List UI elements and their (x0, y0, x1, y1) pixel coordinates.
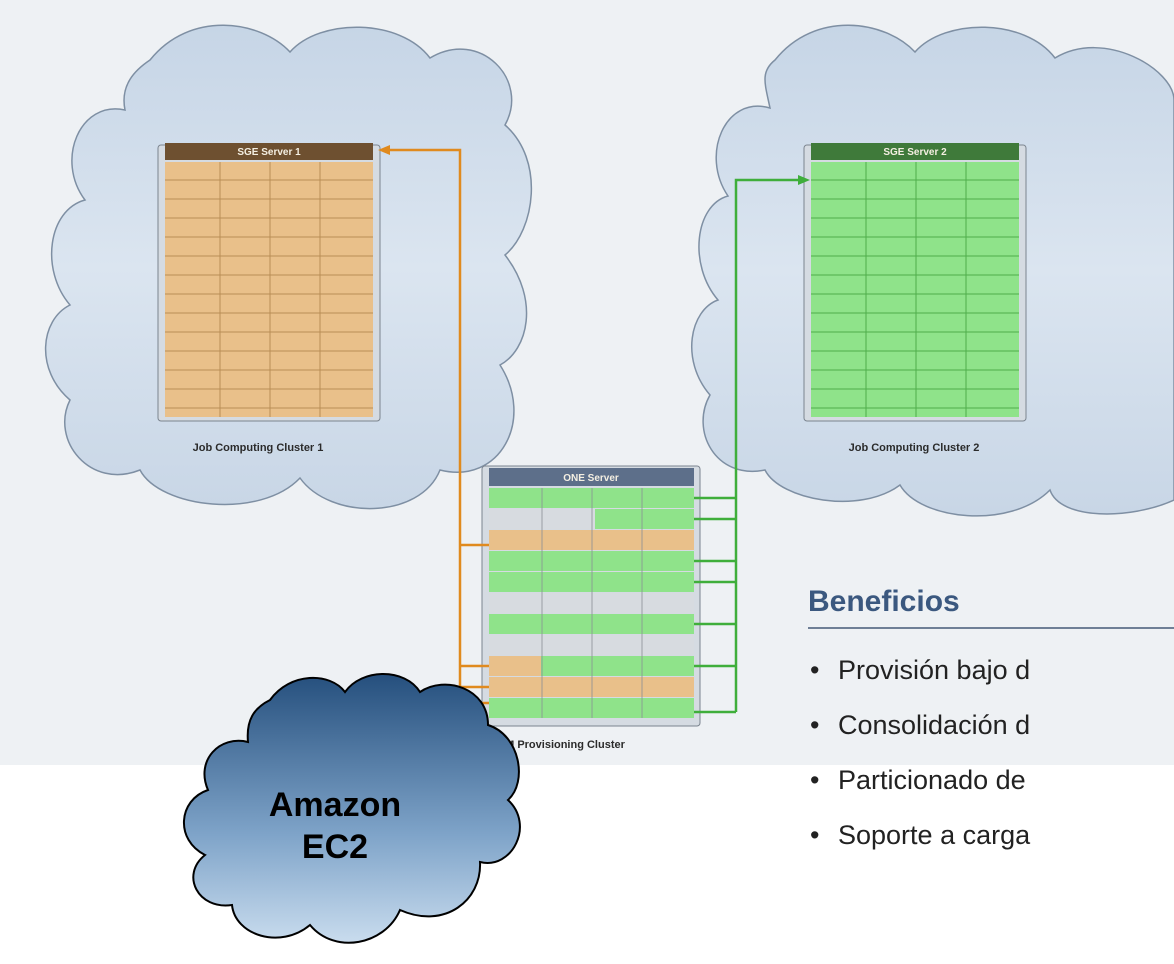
caption-cluster-1: Job Computing Cluster 1 (193, 442, 324, 454)
benefits-divider (808, 627, 1174, 629)
benefits-title: Beneficios (808, 585, 960, 618)
benefit-item: • Particionado de (808, 765, 1030, 820)
bullet-icon: • (810, 710, 820, 740)
benefit-text: Soporte a carga (838, 820, 1031, 850)
benefit-item: • Soporte a carga (808, 820, 1030, 875)
benefit-item: • Consolidación d (808, 710, 1030, 765)
bullet-icon: • (810, 765, 820, 795)
green-connections (694, 175, 810, 714)
rack-title-sge-1: SGE Server 1 (237, 147, 301, 158)
benefit-item: • Provisión bajo d (808, 655, 1030, 710)
ec2-label-line-2: EC2 (301, 828, 369, 866)
rack-sge-server-2: SGE Server 2 (803, 143, 1027, 422)
bullet-icon: • (810, 820, 820, 850)
benefit-text: Consolidación d (838, 710, 1031, 740)
benefits-list: • Provisión bajo d • Consolidación d • Part… (808, 655, 1030, 875)
benefit-text: Particionado de (838, 765, 1026, 795)
rack-sge-server-1: SGE Server 1 (157, 143, 381, 422)
amazon-ec2-cloud (182, 673, 521, 944)
ec2-label: Amazon EC2 (250, 784, 420, 868)
caption-cluster-2: Job Computing Cluster 2 (849, 442, 980, 454)
benefit-text: Provisión bajo d (838, 655, 1031, 685)
ec2-label-line-1: Amazon (268, 786, 402, 824)
rack-one-server: ONE Server (481, 465, 701, 727)
rack-title-one: ONE Server (563, 473, 619, 484)
rack-title-sge-2: SGE Server 2 (883, 147, 947, 158)
caption-provisioning-cluster: M Provisioning Cluster (505, 739, 626, 751)
bullet-icon: • (810, 655, 820, 685)
